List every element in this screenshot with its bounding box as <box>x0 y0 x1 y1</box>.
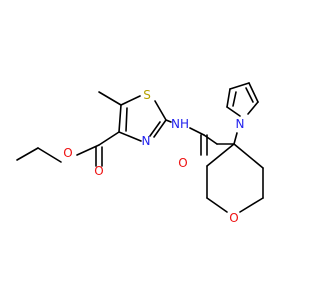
bond <box>203 134 218 145</box>
bond <box>154 100 167 121</box>
bond <box>232 91 237 107</box>
bond <box>248 82 259 103</box>
pyran-oxygen-atom-label: O <box>229 211 238 225</box>
bond <box>165 119 172 123</box>
bond <box>125 107 128 132</box>
bond <box>120 95 141 106</box>
bond <box>247 101 259 115</box>
bond <box>118 104 122 133</box>
bond <box>233 143 264 169</box>
molecule-structure-diagram: S N NH O O O N O <box>16 82 264 225</box>
atom-labels: S N NH O O O N O <box>63 88 244 225</box>
bond <box>226 106 241 117</box>
bond <box>149 121 161 137</box>
sulfur-atom-label: S <box>143 88 151 102</box>
bond <box>206 143 235 167</box>
bond <box>239 197 264 213</box>
ester-carbonyl-oxygen-atom-label: O <box>94 164 103 178</box>
bond <box>189 127 205 136</box>
bond <box>233 132 238 145</box>
amide-nh-atom-label: NH <box>171 117 189 131</box>
bond <box>153 119 167 138</box>
bond-lines <box>16 82 264 213</box>
amide-oxygen-atom-label: O <box>178 156 187 170</box>
ester-ether-oxygen-atom-label: O <box>63 146 72 160</box>
pyrrole-nitrogen-atom-label: N <box>236 117 245 131</box>
bond <box>16 147 39 161</box>
bond <box>37 147 62 163</box>
bond <box>245 87 254 103</box>
bond <box>98 131 120 146</box>
ring-nitrogen-atom-label: N <box>142 134 151 148</box>
bond <box>226 88 231 108</box>
bond <box>118 131 142 142</box>
bond <box>229 82 250 90</box>
bond <box>206 197 228 213</box>
bond <box>98 91 122 106</box>
